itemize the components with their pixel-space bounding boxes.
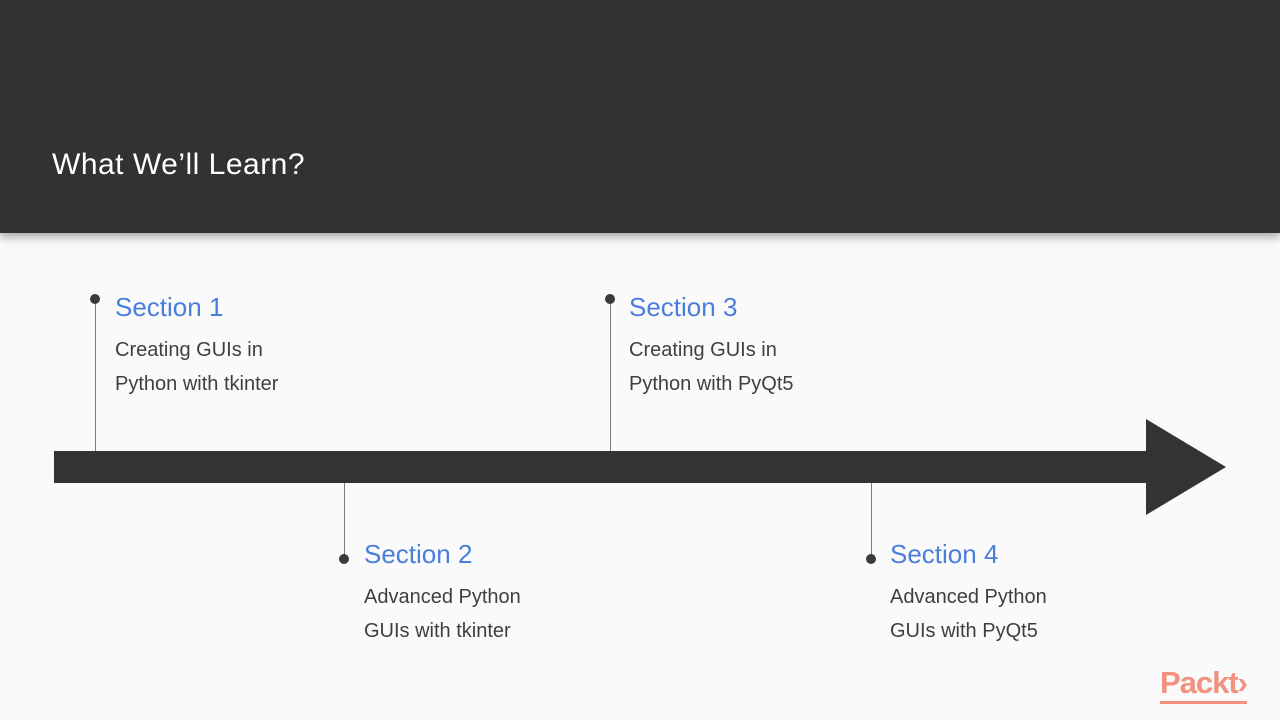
section-description-line-2: Python with tkinter	[115, 373, 279, 395]
timeline-arrow-head-icon	[1146, 419, 1226, 515]
section-title: Section 3	[629, 292, 738, 322]
timeline-arrow-bar	[54, 451, 1146, 483]
milestone-dot-section-4	[866, 554, 876, 564]
milestone-dot-section-2	[339, 554, 349, 564]
connector-line-section-4	[871, 483, 872, 559]
milestone-dot-section-1	[90, 294, 100, 304]
section-description-line-2: Python with PyQt5	[629, 373, 794, 395]
section-description-line-2: GUIs with PyQt5	[890, 620, 1038, 642]
section-title: Section 1	[115, 292, 224, 322]
section-block-1: Section 1 Creating GUIs in Python with tk…	[115, 291, 278, 401]
packt-logo: Packt›	[1159, 666, 1248, 704]
section-title: Section 4	[890, 539, 999, 569]
milestone-dot-section-3	[605, 294, 615, 304]
section-description-line-1: Advanced Python	[890, 586, 1047, 608]
section-block-3: Section 3 Creating GUIs in Python with Py…	[629, 291, 794, 401]
section-description-line-1: Advanced Python	[364, 586, 521, 608]
connector-line-section-3	[610, 300, 611, 451]
section-description-line-1: Creating GUIs in	[629, 339, 777, 361]
section-title: Section 2	[364, 539, 473, 569]
slide-header: What We’ll Learn?	[0, 0, 1280, 233]
section-description-line-1: Creating GUIs in	[115, 339, 263, 361]
connector-line-section-2	[344, 483, 345, 559]
section-description: Creating GUIs in Python with tkinter	[115, 333, 278, 401]
section-description: Creating GUIs in Python with PyQt5	[629, 333, 794, 401]
connector-line-section-1	[95, 300, 96, 451]
page-title: What We’ll Learn?	[52, 148, 306, 181]
section-description-line-2: GUIs with tkinter	[364, 620, 511, 642]
